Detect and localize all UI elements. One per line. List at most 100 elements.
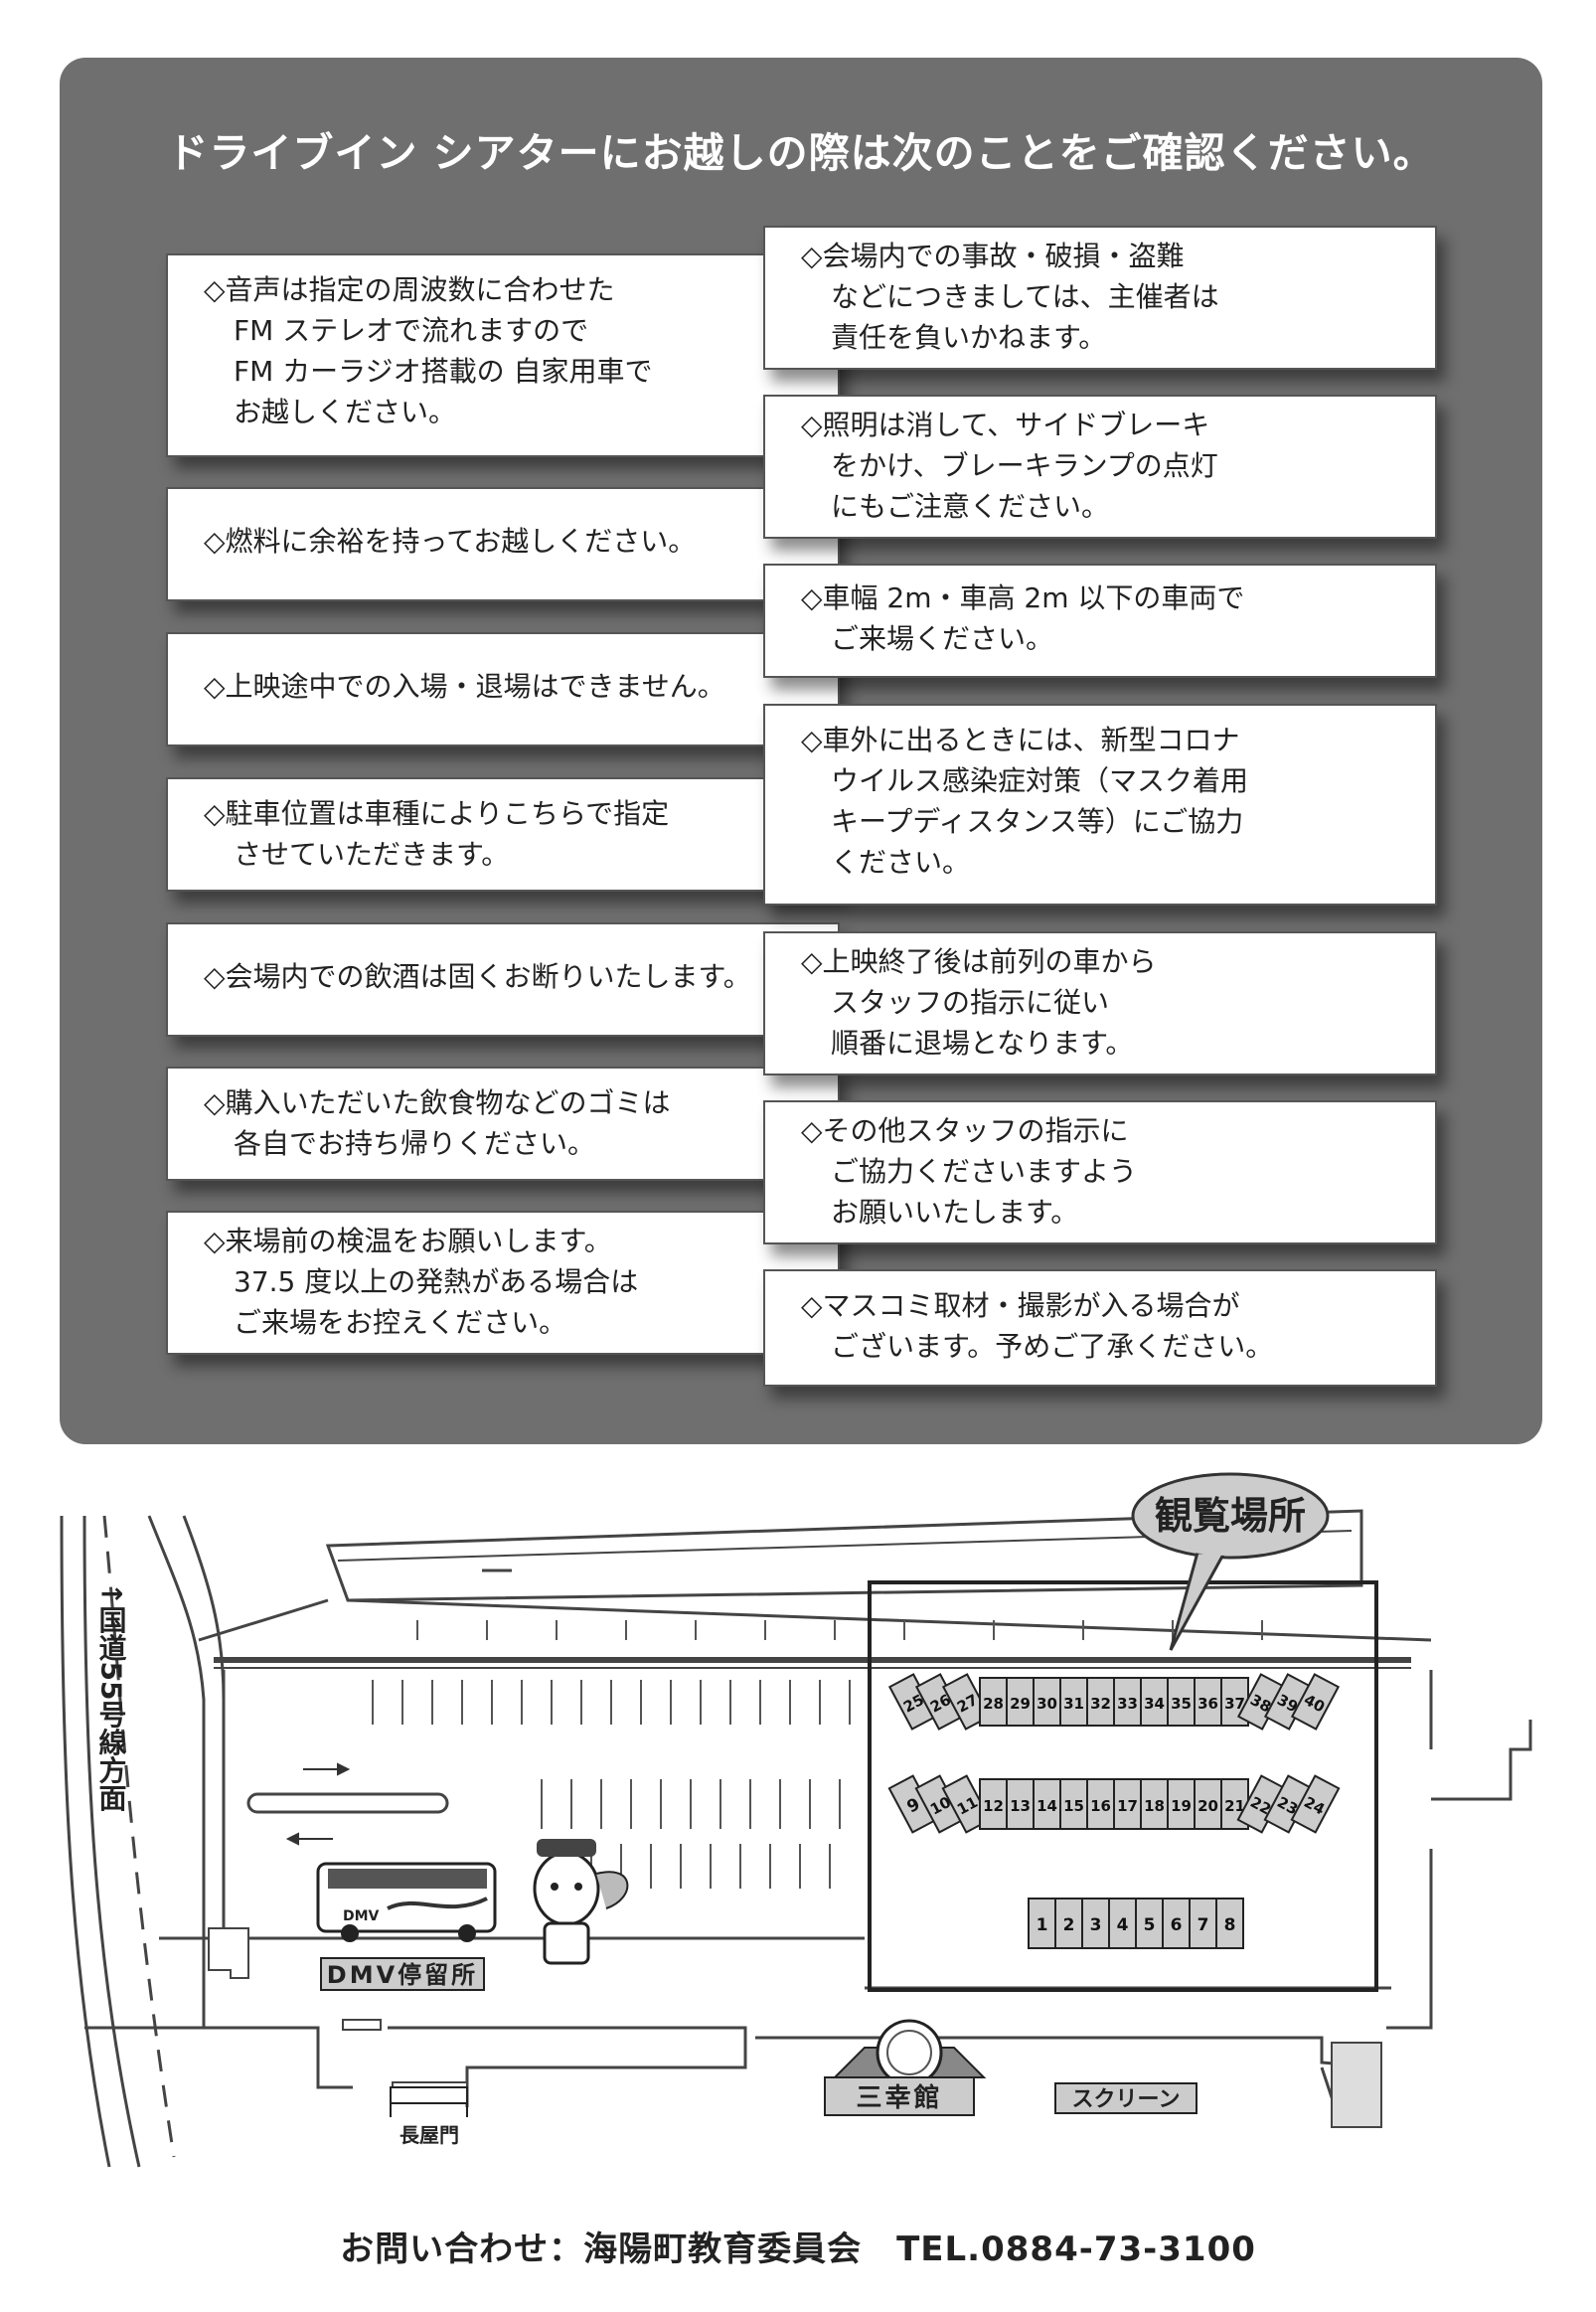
notice-line: をかけ、ブレーキランプの点灯	[831, 449, 1218, 482]
callout-bubble: 観覧場所	[1131, 1472, 1330, 1651]
notice-line: にもご注意ください。	[831, 490, 1110, 523]
notice-line: お越しください。	[234, 396, 457, 428]
notice-line: お願いいたします。	[831, 1196, 1079, 1229]
parking-stall: 3	[1081, 1898, 1110, 1949]
parking-stall: 6	[1162, 1898, 1191, 1949]
notice-line: ◇車外に出るときには、新型コロナ	[801, 724, 1240, 756]
parking-stall: 19	[1167, 1778, 1196, 1830]
notice-line: FM カーラジオ搭載の 自家用車で	[234, 355, 653, 388]
parking-stall: 35	[1167, 1677, 1196, 1727]
parking-stall: 31	[1059, 1677, 1088, 1727]
parking-stall: 33	[1113, 1677, 1142, 1727]
notice-line: 責任を負いかねます。	[831, 321, 1107, 354]
parking-stall: 8	[1215, 1898, 1244, 1949]
parking-stall: 34	[1140, 1677, 1169, 1727]
stall-number: 19	[1171, 1797, 1192, 1815]
stall-number: 12	[983, 1797, 1004, 1815]
panel-title: ドライブイン シアターにお越しの際は次のことをご確認ください。	[167, 129, 1435, 177]
mascot-icon	[533, 1839, 629, 1965]
parking-stall: 4	[1108, 1898, 1137, 1949]
stall-number: 15	[1063, 1797, 1084, 1815]
notice-temperature: ◇来場前の検温をお願いします。 37.5 度以上の発熱がある場合は ご来場をお控…	[166, 1211, 840, 1355]
notice-line: ございます。予めご了承ください。	[831, 1330, 1274, 1363]
gate-label: 長屋門	[399, 2123, 459, 2147]
contact-footer: お問い合わせ：海陽町教育委員会 TEL.0884-73-3100	[340, 2229, 1256, 2269]
stall-number: 35	[1171, 1695, 1192, 1713]
viewing-area-box	[868, 1580, 1378, 1992]
notice-line: ◇上映途中での入場・退場はできません。	[204, 670, 725, 703]
stall-number: 17	[1117, 1797, 1138, 1815]
stall-number: 1	[1037, 1915, 1048, 1935]
parking-stall: 5	[1135, 1898, 1164, 1949]
notice-liability: ◇会場内での事故・破損・盗難 などにつきましては、主催者は 責任を負いかねます。	[763, 226, 1437, 370]
parking-stall: 36	[1194, 1677, 1222, 1727]
stall-number: 37	[1224, 1695, 1245, 1713]
stall-number: 34	[1144, 1695, 1165, 1713]
parking-stall: 28	[979, 1677, 1008, 1727]
stall-number: 32	[1090, 1695, 1111, 1713]
notice-line: 順番に退場となります。	[831, 1027, 1134, 1060]
notice-media: ◇マスコミ取材・撮影が入る場合が ございます。予めご了承ください。	[763, 1269, 1437, 1387]
hall-building: 三幸館	[824, 2019, 987, 2116]
bus-side-text: DMV	[343, 1908, 380, 1924]
parking-stall: 17	[1113, 1778, 1142, 1830]
parking-stall: 1	[1028, 1898, 1056, 1949]
parking-stall: 29	[1006, 1677, 1035, 1727]
stall-number: 30	[1037, 1695, 1057, 1713]
notice-line: ◇マスコミ取材・撮影が入る場合が	[801, 1289, 1240, 1322]
parking-stall: 22	[1236, 1774, 1287, 1834]
notice-fuel: ◇燃料に余裕を持ってお越しください。	[166, 487, 840, 601]
stall-number: 36	[1197, 1695, 1218, 1713]
stall-number: 31	[1063, 1695, 1084, 1713]
parking-stall: 16	[1086, 1778, 1115, 1830]
parking-stall: 40	[1290, 1673, 1341, 1731]
notice-line: ウイルス感染症対策（マスク着用	[831, 764, 1249, 797]
notice-line: ◇上映終了後は前列の車から	[801, 945, 1157, 978]
bus-icon: DMV	[316, 1862, 497, 1942]
callout-label: 観覧場所	[1155, 1494, 1306, 1538]
svg-text:↑国道55号線方面: ↑国道55号線方面	[95, 1582, 128, 1811]
notice-line: ください。	[831, 846, 971, 879]
parking-stall: 21	[1220, 1778, 1249, 1830]
stall-number: 13	[1010, 1797, 1031, 1815]
stall-number: 6	[1171, 1915, 1183, 1935]
notice-no-drinking: ◇会場内での飲酒は固くお断りいたします。	[166, 922, 840, 1037]
parking-stall: 30	[1033, 1677, 1061, 1727]
notice-line: 37.5 度以上の発熱がある場合は	[234, 1265, 639, 1298]
notice-line: ◇音声は指定の周波数に合わせた	[204, 273, 615, 306]
notice-exit-order: ◇上映終了後は前列の車から スタッフの指示に従い 順番に退場となります。	[763, 931, 1437, 1075]
parking-stall: 7	[1189, 1898, 1217, 1949]
stall-number: 14	[1037, 1797, 1057, 1815]
parking-stall: 24	[1290, 1774, 1341, 1834]
stall-number: 3	[1090, 1915, 1102, 1935]
hall-label: 三幸館	[856, 2082, 942, 2113]
notice-vehicle-size: ◇車幅 2m・車高 2m 以下の車両で ご来場ください。	[763, 564, 1437, 678]
stall-number: 20	[1197, 1797, 1218, 1815]
stall-number: 29	[1010, 1695, 1031, 1713]
gate-marker: 長屋門	[390, 2086, 468, 2147]
parking-stall: 18	[1140, 1778, 1169, 1830]
notice-lights-brake: ◇照明は消して、サイドブレーキ をかけ、ブレーキランプの点灯 にもご注意ください…	[763, 395, 1437, 539]
parking-stall: 27	[941, 1673, 992, 1731]
notice-line: ◇その他スタッフの指示に	[801, 1114, 1129, 1147]
notice-line: ご来場ください。	[831, 622, 1054, 655]
stall-number: 8	[1224, 1915, 1236, 1935]
notice-audio-fm: ◇音声は指定の周波数に合わせた FM ステレオで流れますので FM カーラジオ搭…	[166, 253, 840, 457]
notice-line: スタッフの指示に従い	[831, 986, 1110, 1019]
parking-stall: 32	[1086, 1677, 1115, 1727]
notice-line: ◇照明は消して、サイドブレーキ	[801, 409, 1210, 441]
screen-label-box: スクリーン	[1054, 2082, 1197, 2114]
notice-line: ◇会場内での飲酒は固くお断りいたします。	[204, 960, 751, 993]
notice-line: ご来場をお控えください。	[234, 1306, 567, 1339]
notice-line: ◇来場前の検温をお願いします。	[204, 1225, 612, 1257]
notice-no-entry-exit: ◇上映途中での入場・退場はできません。	[166, 632, 840, 746]
notice-parking-position: ◇駐車位置は車種によりこちらで指定 させていただきます。	[166, 777, 840, 892]
stall-number: 4	[1117, 1915, 1129, 1935]
stall-number: 7	[1197, 1915, 1209, 1935]
notice-line: ◇車幅 2m・車高 2m 以下の車両で	[801, 581, 1245, 614]
notice-line: などにつきましては、主催者は	[831, 280, 1219, 313]
